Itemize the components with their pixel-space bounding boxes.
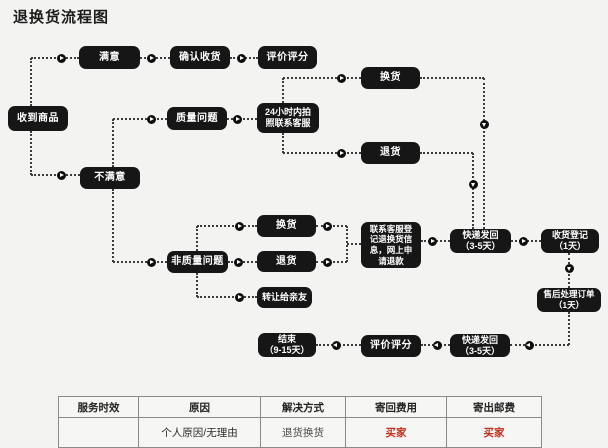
node-rate-top: 评价评分 (258, 46, 317, 69)
node-non-quality: 非质量问题 (167, 251, 228, 273)
header-send-postage: 寄出邮费 (446, 396, 542, 418)
arrow-right-icon (146, 114, 156, 124)
connector-line (420, 152, 473, 154)
node-return-top: 退货 (361, 142, 420, 164)
connector-line (346, 226, 348, 262)
service-terms-table: 服务时效 原因 解决方式 寄回费用 寄出邮费 个人原因/无理由 退货换货 买家 … (58, 396, 542, 448)
header-reason: 原因 (138, 396, 261, 418)
arrow-right-icon (336, 73, 346, 83)
connector-line (510, 344, 569, 346)
arrow-right-icon (518, 236, 528, 246)
connector-line (347, 243, 361, 245)
table-row: 个人原因/无理由 退货换货 买家 买家 (58, 417, 542, 448)
connector-line (112, 189, 114, 262)
arrow-right-icon (234, 221, 244, 231)
connector-line (113, 261, 167, 263)
flowchart-canvas: 退换货流程图 收到商品 满意 确认收货 评价评分 质量问题 24小时内拍 照联系… (8, 9, 601, 448)
page-title: 退换货流程图 (13, 9, 110, 26)
arrow-right-icon (233, 257, 243, 267)
connector-line (228, 261, 257, 263)
arrow-right-icon (234, 292, 244, 302)
arrow-right-icon (336, 148, 346, 158)
cell-return-fee: 买家 (345, 417, 447, 448)
arrow-right-icon (146, 53, 156, 63)
connector-line (227, 118, 257, 120)
connector-line (316, 261, 347, 263)
node-received-goods: 收到商品 (8, 106, 68, 131)
arrow-down-icon (479, 119, 489, 129)
node-photo-24h: 24小时内拍 照联系客服 (257, 103, 319, 133)
cell-reason: 个人原因/无理由 (138, 417, 261, 448)
header-solution: 解决方式 (260, 396, 346, 418)
connector-line (283, 152, 361, 154)
arrow-down-icon (468, 179, 478, 189)
cell-solution: 退货换货 (260, 417, 346, 448)
header-return-fee: 寄回费用 (345, 396, 447, 418)
node-return-2: 退货 (257, 251, 316, 272)
connector-line (31, 174, 80, 176)
arrow-left-icon (432, 340, 442, 350)
table-header-row: 服务时效 原因 解决方式 寄回费用 寄出邮费 (58, 396, 542, 418)
node-end: 结束 （9-15天） (258, 333, 316, 357)
arrow-down-icon (564, 263, 574, 273)
node-courier-back-2: 快递发回 （3-5天） (450, 334, 510, 357)
connector-line (197, 296, 257, 298)
cell-service-time (58, 417, 139, 448)
connector-line (30, 58, 32, 106)
connector-line (196, 273, 198, 297)
node-exchange-top: 换货 (361, 67, 420, 89)
connector-line (283, 77, 361, 79)
connector-line (568, 312, 570, 345)
node-rate-bottom: 评价评分 (361, 335, 421, 357)
connector-line (282, 133, 284, 153)
arrow-right-icon (322, 221, 332, 231)
connector-line (196, 226, 198, 251)
node-aftersales-order: 售后处理订单 （1天） (537, 288, 601, 312)
cell-send-postage: 买家 (446, 417, 542, 448)
node-transfer-friends: 转让给亲友 (257, 287, 312, 308)
arrow-right-icon (322, 257, 332, 267)
arrow-left-icon (331, 340, 341, 350)
node-quality-issue: 质量问题 (167, 107, 227, 130)
node-exchange-2: 换货 (257, 215, 316, 237)
arrow-right-icon (56, 53, 66, 63)
connector-line (30, 131, 32, 175)
connector-line (420, 77, 484, 79)
arrow-right-icon (232, 114, 242, 124)
arrow-right-icon (236, 53, 246, 63)
node-receipt-register: 收货登记 （1天） (541, 229, 599, 253)
connector-line (31, 57, 79, 59)
connector-line (197, 225, 257, 227)
node-confirm-receipt: 确认收货 (170, 46, 230, 69)
header-service-time: 服务时效 (58, 396, 139, 418)
connector-line (112, 119, 114, 167)
node-contact-cs: 联系客服登 记退换货信 息，网上申 请退款 (361, 222, 421, 268)
arrow-right-icon (146, 257, 156, 267)
node-unsatisfied: 不满意 (80, 167, 140, 189)
connector-line (472, 153, 474, 229)
node-courier-back-1: 快递发回 （3-5天） (450, 229, 511, 253)
node-satisfied: 满意 (79, 46, 140, 69)
connector-line (483, 78, 485, 229)
arrow-right-icon (427, 236, 437, 246)
arrow-right-icon (56, 170, 66, 180)
connector-line (113, 118, 167, 120)
arrow-left-icon (524, 340, 534, 350)
connector-line (282, 78, 284, 103)
connector-line (316, 225, 347, 227)
